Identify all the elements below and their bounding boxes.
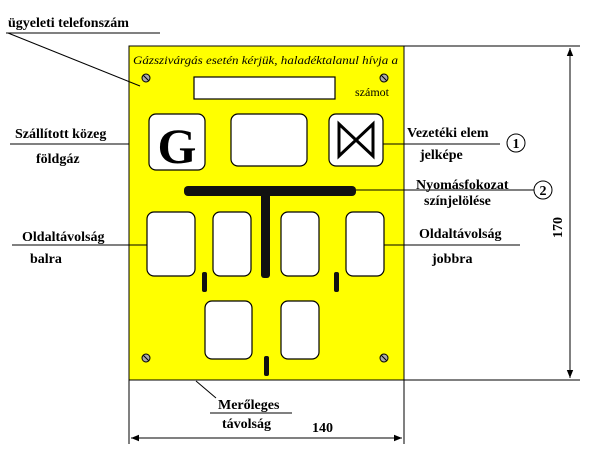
side-right-direction: jobbra	[431, 252, 472, 267]
marker-two-circle	[533, 180, 553, 200]
left-distance-box-1	[146, 211, 196, 277]
element-sub: jelképe	[419, 148, 463, 163]
perpendicular-sub: távolság	[222, 417, 271, 432]
gas-letter-g: G	[158, 118, 197, 174]
perpendicular-box-1	[204, 300, 253, 360]
right-distance-box-2	[345, 211, 385, 277]
notice-suffix: számot	[355, 85, 390, 99]
phone-label: ügyeleti telefonszám	[8, 16, 129, 31]
screw-icon	[379, 353, 389, 363]
right-mark	[334, 272, 339, 292]
left-distance-box-2	[212, 211, 252, 277]
medium-value: földgáz	[36, 152, 80, 167]
screw-icon	[141, 73, 151, 83]
medium-label: Szállított közeg	[15, 127, 106, 142]
side-right-label: Oldaltávolság	[419, 227, 501, 242]
marker-one-circle	[506, 133, 526, 153]
width-value: 140	[312, 421, 333, 436]
perpendicular-box-2	[280, 300, 320, 360]
screw-icon	[379, 73, 389, 83]
pipe-vertical-bar	[261, 192, 270, 278]
leak-notice-text: Gázszivárgás esetén kérjük, haladéktalan…	[133, 53, 398, 67]
phone-leader	[7, 32, 141, 87]
pipe-horizontal-bar	[184, 186, 356, 196]
bottom-mark	[264, 356, 269, 376]
screw-icon	[141, 353, 151, 363]
pressure-label: Nyomásfokozat	[416, 178, 509, 193]
perpendicular-leader	[195, 380, 217, 399]
medium-symbol-box	[148, 113, 206, 171]
marker-two: 2	[540, 184, 547, 199]
element-label: Vezetéki elem	[407, 126, 489, 141]
valve-symbol-icon	[337, 120, 375, 160]
right-distance-box-1	[280, 211, 320, 277]
pressure-sub: színjelölése	[424, 194, 491, 209]
left-mark	[202, 272, 207, 292]
phone-number-field	[193, 76, 336, 100]
side-left-direction: balra	[30, 252, 62, 267]
perpendicular-label: Merőleges	[218, 398, 280, 413]
side-left-label: Oldaltávolság	[22, 230, 104, 245]
height-value: 170	[551, 217, 566, 238]
marker-one: 1	[513, 137, 520, 152]
center-blank-box	[230, 113, 308, 167]
